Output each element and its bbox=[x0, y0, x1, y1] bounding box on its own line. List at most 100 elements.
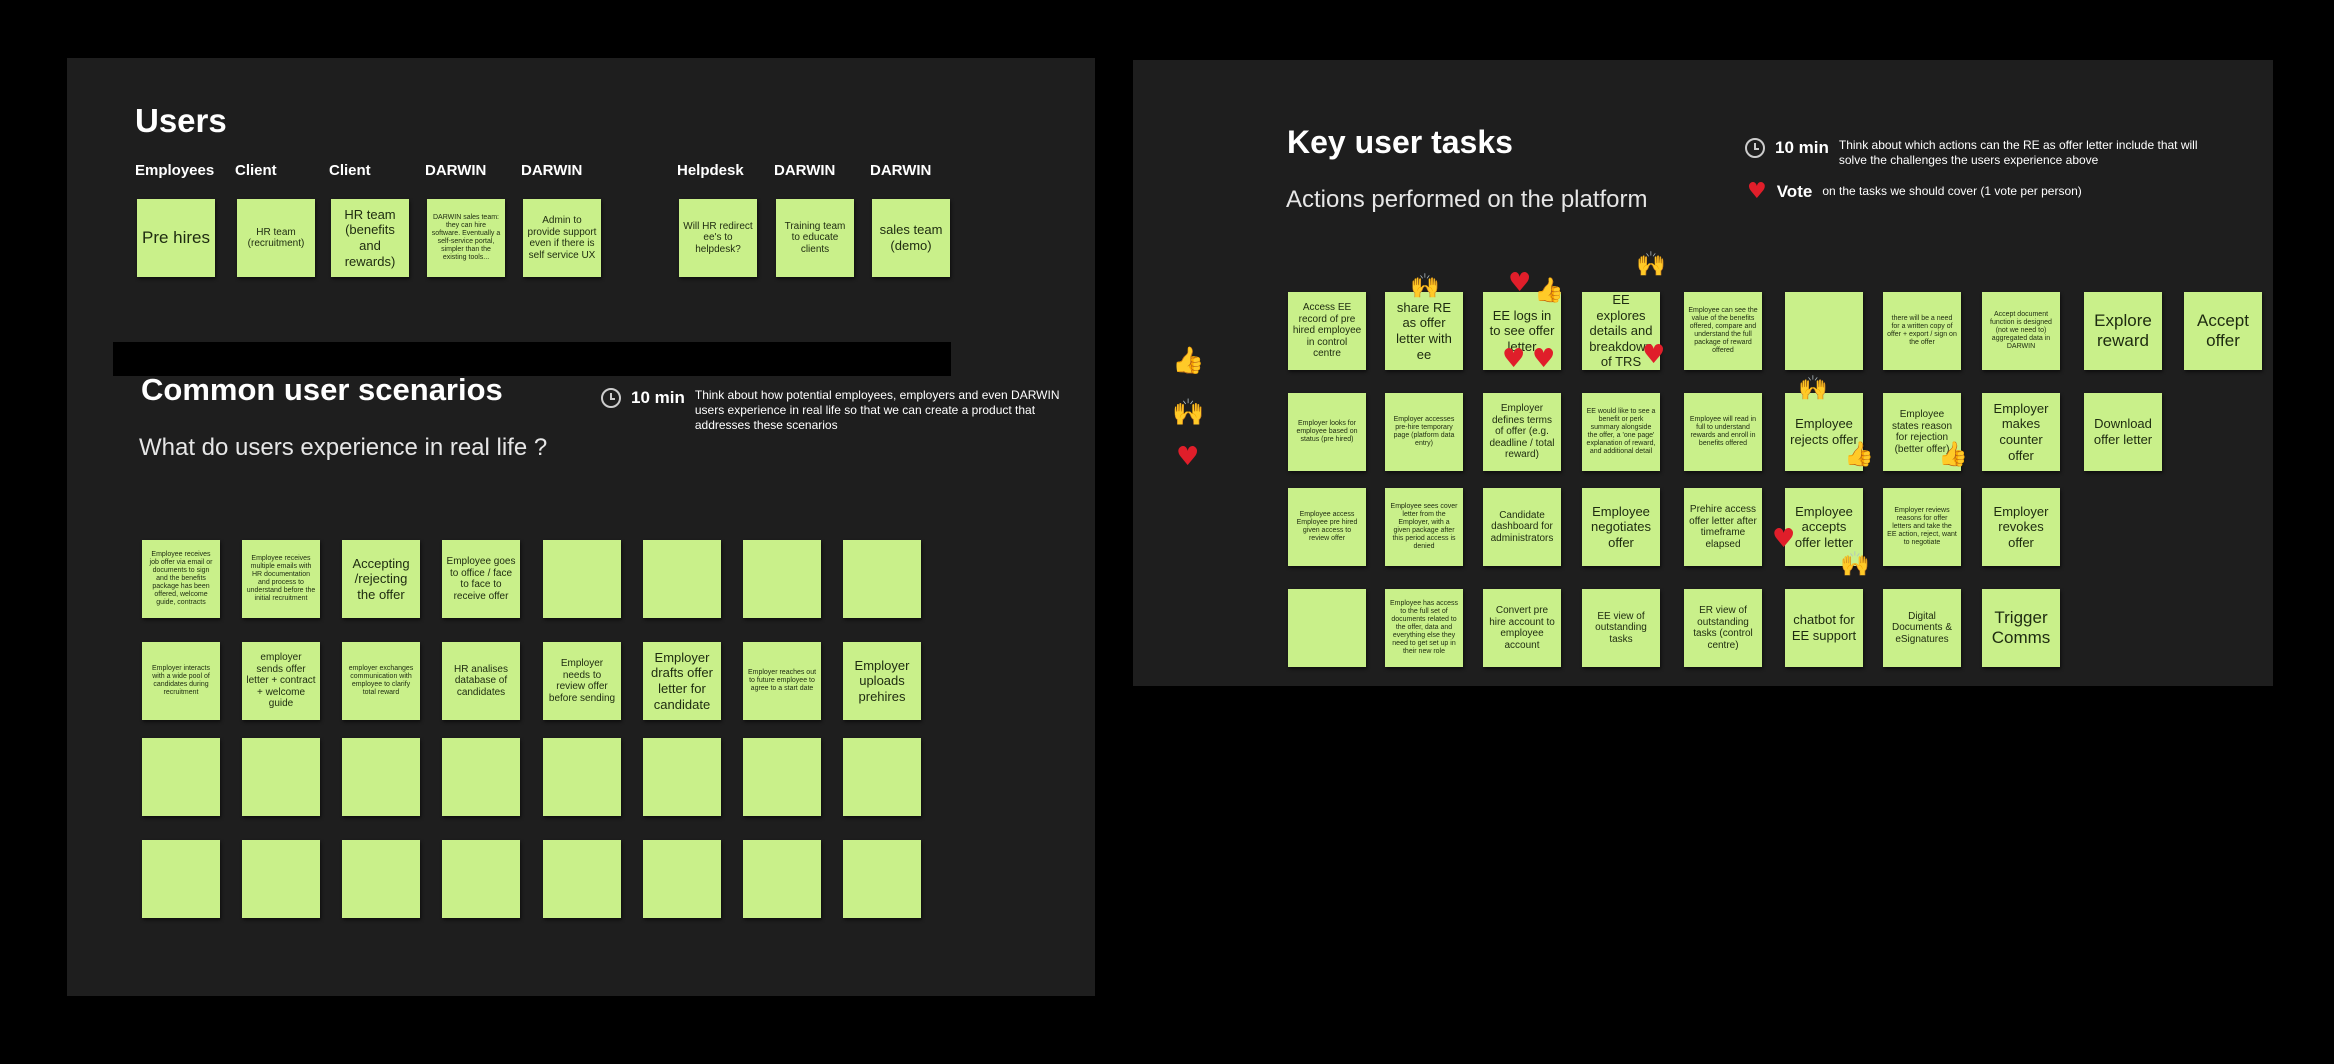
task-sticky-note[interactable] bbox=[1288, 589, 1366, 667]
task-sticky-note[interactable]: Employer looks for employee based on sta… bbox=[1288, 393, 1366, 471]
task-sticky-note[interactable]: EE logs in to see offer letter bbox=[1483, 292, 1561, 370]
scenario-sticky-note[interactable]: HR analises database of candidates bbox=[442, 642, 520, 720]
task-sticky-note[interactable]: Employer makes counter offer bbox=[1982, 393, 2060, 471]
tasks-vote: ♥ Vote on the tasks we should cover (1 v… bbox=[1747, 179, 2082, 204]
task-sticky-note[interactable]: Employer defines terms of offer (e.g. de… bbox=[1483, 393, 1561, 471]
task-sticky-note[interactable]: Candidate dashboard for administrators bbox=[1483, 488, 1561, 566]
raised-hands-icon: 🙌 bbox=[1172, 398, 1205, 428]
users-title: Users bbox=[135, 102, 227, 139]
task-sticky-note[interactable]: Employee negotiates offer bbox=[1582, 488, 1660, 566]
empty-sticky-note[interactable] bbox=[242, 738, 320, 816]
scenario-sticky-note[interactable]: Employer reaches out to future employee … bbox=[743, 642, 821, 720]
task-sticky-note[interactable] bbox=[1785, 292, 1863, 370]
task-sticky-note[interactable]: Employee states reason for rejection (be… bbox=[1883, 393, 1961, 471]
raised-hands-icon: 🙌 bbox=[1840, 550, 1870, 578]
user-column-label: Client bbox=[329, 162, 371, 179]
clock-icon bbox=[601, 388, 621, 408]
empty-sticky-note[interactable] bbox=[242, 840, 320, 918]
user-sticky-note[interactable]: Admin to provide support even if there i… bbox=[523, 199, 601, 277]
task-sticky-note[interactable]: Explore reward bbox=[2084, 292, 2162, 370]
task-sticky-note[interactable]: Employer reviews reasons for offer lette… bbox=[1883, 488, 1961, 566]
empty-sticky-note[interactable] bbox=[442, 840, 520, 918]
raised-hands-icon: 🙌 bbox=[1798, 374, 1828, 402]
raised-hands-icon: 🙌 bbox=[1636, 250, 1666, 278]
task-sticky-note[interactable]: Employee rejects offer bbox=[1785, 393, 1863, 471]
task-sticky-note[interactable]: Employer revokes offer bbox=[1982, 488, 2060, 566]
scenario-sticky-note[interactable]: employer sends offer letter + contract +… bbox=[242, 642, 320, 720]
task-sticky-note[interactable]: there will be a need for a written copy … bbox=[1883, 292, 1961, 370]
scenario-sticky-note[interactable]: Employer drafts offer letter for candida… bbox=[643, 642, 721, 720]
task-sticky-note[interactable]: Employer accesses pre-hire temporary pag… bbox=[1385, 393, 1463, 471]
scenario-sticky-note[interactable]: Employee receives job offer via email or… bbox=[142, 540, 220, 618]
heart-icon: ♥ bbox=[1747, 179, 1767, 204]
task-sticky-note[interactable]: Trigger Comms bbox=[1982, 589, 2060, 667]
empty-sticky-note[interactable] bbox=[843, 738, 921, 816]
empty-sticky-note[interactable] bbox=[142, 738, 220, 816]
raised-hands-icon: 🙌 bbox=[1410, 272, 1440, 300]
empty-sticky-note[interactable] bbox=[643, 738, 721, 816]
scenarios-timer: 10 min Think about how potential employe… bbox=[601, 388, 1065, 433]
task-sticky-note[interactable]: Accept document function is designed (no… bbox=[1982, 292, 2060, 370]
divider-bar bbox=[113, 342, 951, 376]
scenario-sticky-note[interactable] bbox=[743, 540, 821, 618]
user-sticky-note[interactable]: Training team to educate clients bbox=[776, 199, 854, 277]
task-sticky-note[interactable]: Employee sees cover letter from the Empl… bbox=[1385, 488, 1463, 566]
vote-label: Vote bbox=[1776, 182, 1813, 201]
task-sticky-note[interactable]: share RE as offer letter with ee bbox=[1385, 292, 1463, 370]
heart-icon: ♥ bbox=[1642, 340, 1666, 370]
empty-sticky-note[interactable] bbox=[543, 840, 621, 918]
task-sticky-note[interactable]: Employee can see the value of the benefi… bbox=[1684, 292, 1762, 370]
user-sticky-note[interactable]: sales team (demo) bbox=[872, 199, 950, 277]
scenario-sticky-note[interactable]: employer exchanges communication with em… bbox=[342, 642, 420, 720]
user-sticky-note[interactable]: Will HR redirect ee's to helpdesk? bbox=[679, 199, 757, 277]
task-sticky-note[interactable]: Prehire access offer letter after timefr… bbox=[1684, 488, 1762, 566]
task-sticky-note[interactable]: chatbot for EE support bbox=[1785, 589, 1863, 667]
user-sticky-note[interactable]: DARWIN sales team: they can hire softwar… bbox=[427, 199, 505, 277]
empty-sticky-note[interactable] bbox=[342, 840, 420, 918]
task-sticky-note[interactable]: Employee accepts offer letter bbox=[1785, 488, 1863, 566]
empty-sticky-note[interactable] bbox=[442, 738, 520, 816]
scenario-sticky-note[interactable] bbox=[843, 540, 921, 618]
tasks-title: Key user tasks bbox=[1287, 124, 1513, 160]
timer-description: Think about which actions can the RE as … bbox=[1838, 138, 2198, 167]
empty-sticky-note[interactable] bbox=[743, 738, 821, 816]
task-sticky-note[interactable]: Employee will read in full to understand… bbox=[1684, 393, 1762, 471]
empty-sticky-note[interactable] bbox=[843, 840, 921, 918]
scenario-sticky-note[interactable]: Employer interacts with a wide pool of c… bbox=[142, 642, 220, 720]
scenario-sticky-note[interactable]: Employee receives multiple emails with H… bbox=[242, 540, 320, 618]
scenario-sticky-note[interactable]: Employer needs to review offer before se… bbox=[543, 642, 621, 720]
task-sticky-note[interactable]: Download offer letter bbox=[2084, 393, 2162, 471]
scenario-sticky-note[interactable]: Employer uploads prehires bbox=[843, 642, 921, 720]
empty-sticky-note[interactable] bbox=[342, 738, 420, 816]
scenario-sticky-note[interactable] bbox=[543, 540, 621, 618]
scenario-sticky-note[interactable] bbox=[643, 540, 721, 618]
task-sticky-note[interactable]: Employee has access to the full set of d… bbox=[1385, 589, 1463, 667]
user-sticky-note[interactable]: Pre hires bbox=[137, 199, 215, 277]
task-sticky-note[interactable]: Convert pre hire account to employee acc… bbox=[1483, 589, 1561, 667]
task-sticky-note[interactable]: Accept offer bbox=[2184, 292, 2262, 370]
task-sticky-note[interactable]: Digital Documents & eSignatures bbox=[1883, 589, 1961, 667]
task-sticky-note[interactable]: EE would like to see a benefit or perk s… bbox=[1582, 393, 1660, 471]
scenario-sticky-note[interactable]: Employee goes to office / face to face t… bbox=[442, 540, 520, 618]
clock-icon bbox=[1745, 138, 1765, 158]
thumbs-up-icon: 👍 bbox=[1172, 346, 1205, 376]
timer-description: Think about how potential employees, emp… bbox=[694, 388, 1060, 432]
user-column-label: Client bbox=[235, 162, 277, 179]
empty-sticky-note[interactable] bbox=[543, 738, 621, 816]
task-sticky-note[interactable]: ER view of outstanding tasks (control ce… bbox=[1684, 589, 1762, 667]
heart-icon: ♥ bbox=[1176, 442, 1200, 472]
heart-icon: ♥ bbox=[1502, 344, 1526, 374]
user-column-label: DARWIN bbox=[870, 162, 932, 179]
empty-sticky-note[interactable] bbox=[643, 840, 721, 918]
user-column-label: Helpdesk bbox=[677, 162, 744, 179]
scenario-sticky-note[interactable]: Accepting /rejecting the offer bbox=[342, 540, 420, 618]
user-sticky-note[interactable]: HR team (recruitment) bbox=[237, 199, 315, 277]
user-sticky-note[interactable]: HR team (benefits and rewards) bbox=[331, 199, 409, 277]
task-sticky-note[interactable]: EE explores details and breakdown of TRS bbox=[1582, 292, 1660, 370]
user-column-label: DARWIN bbox=[774, 162, 836, 179]
task-sticky-note[interactable]: EE view of outstanding tasks bbox=[1582, 589, 1660, 667]
task-sticky-note[interactable]: Employee access Employee pre hired given… bbox=[1288, 488, 1366, 566]
task-sticky-note[interactable]: Access EE record of pre hired employee i… bbox=[1288, 292, 1366, 370]
empty-sticky-note[interactable] bbox=[743, 840, 821, 918]
empty-sticky-note[interactable] bbox=[142, 840, 220, 918]
